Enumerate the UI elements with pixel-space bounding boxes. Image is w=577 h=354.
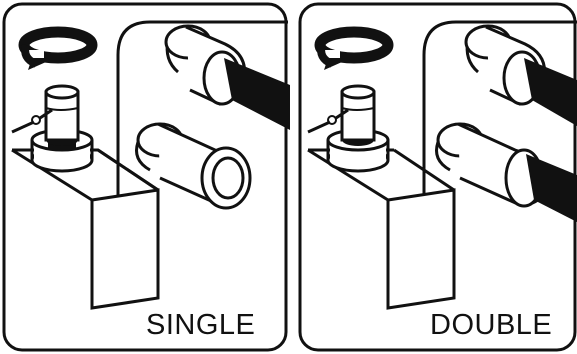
panel-label-double: DOUBLE: [430, 309, 552, 342]
single-illustration: [0, 0, 290, 354]
panel-label-single: SINGLE: [146, 309, 255, 342]
double-illustration: [296, 0, 577, 354]
panel-single: SINGLE: [0, 0, 290, 354]
panel-double: DOUBLE: [296, 0, 577, 354]
